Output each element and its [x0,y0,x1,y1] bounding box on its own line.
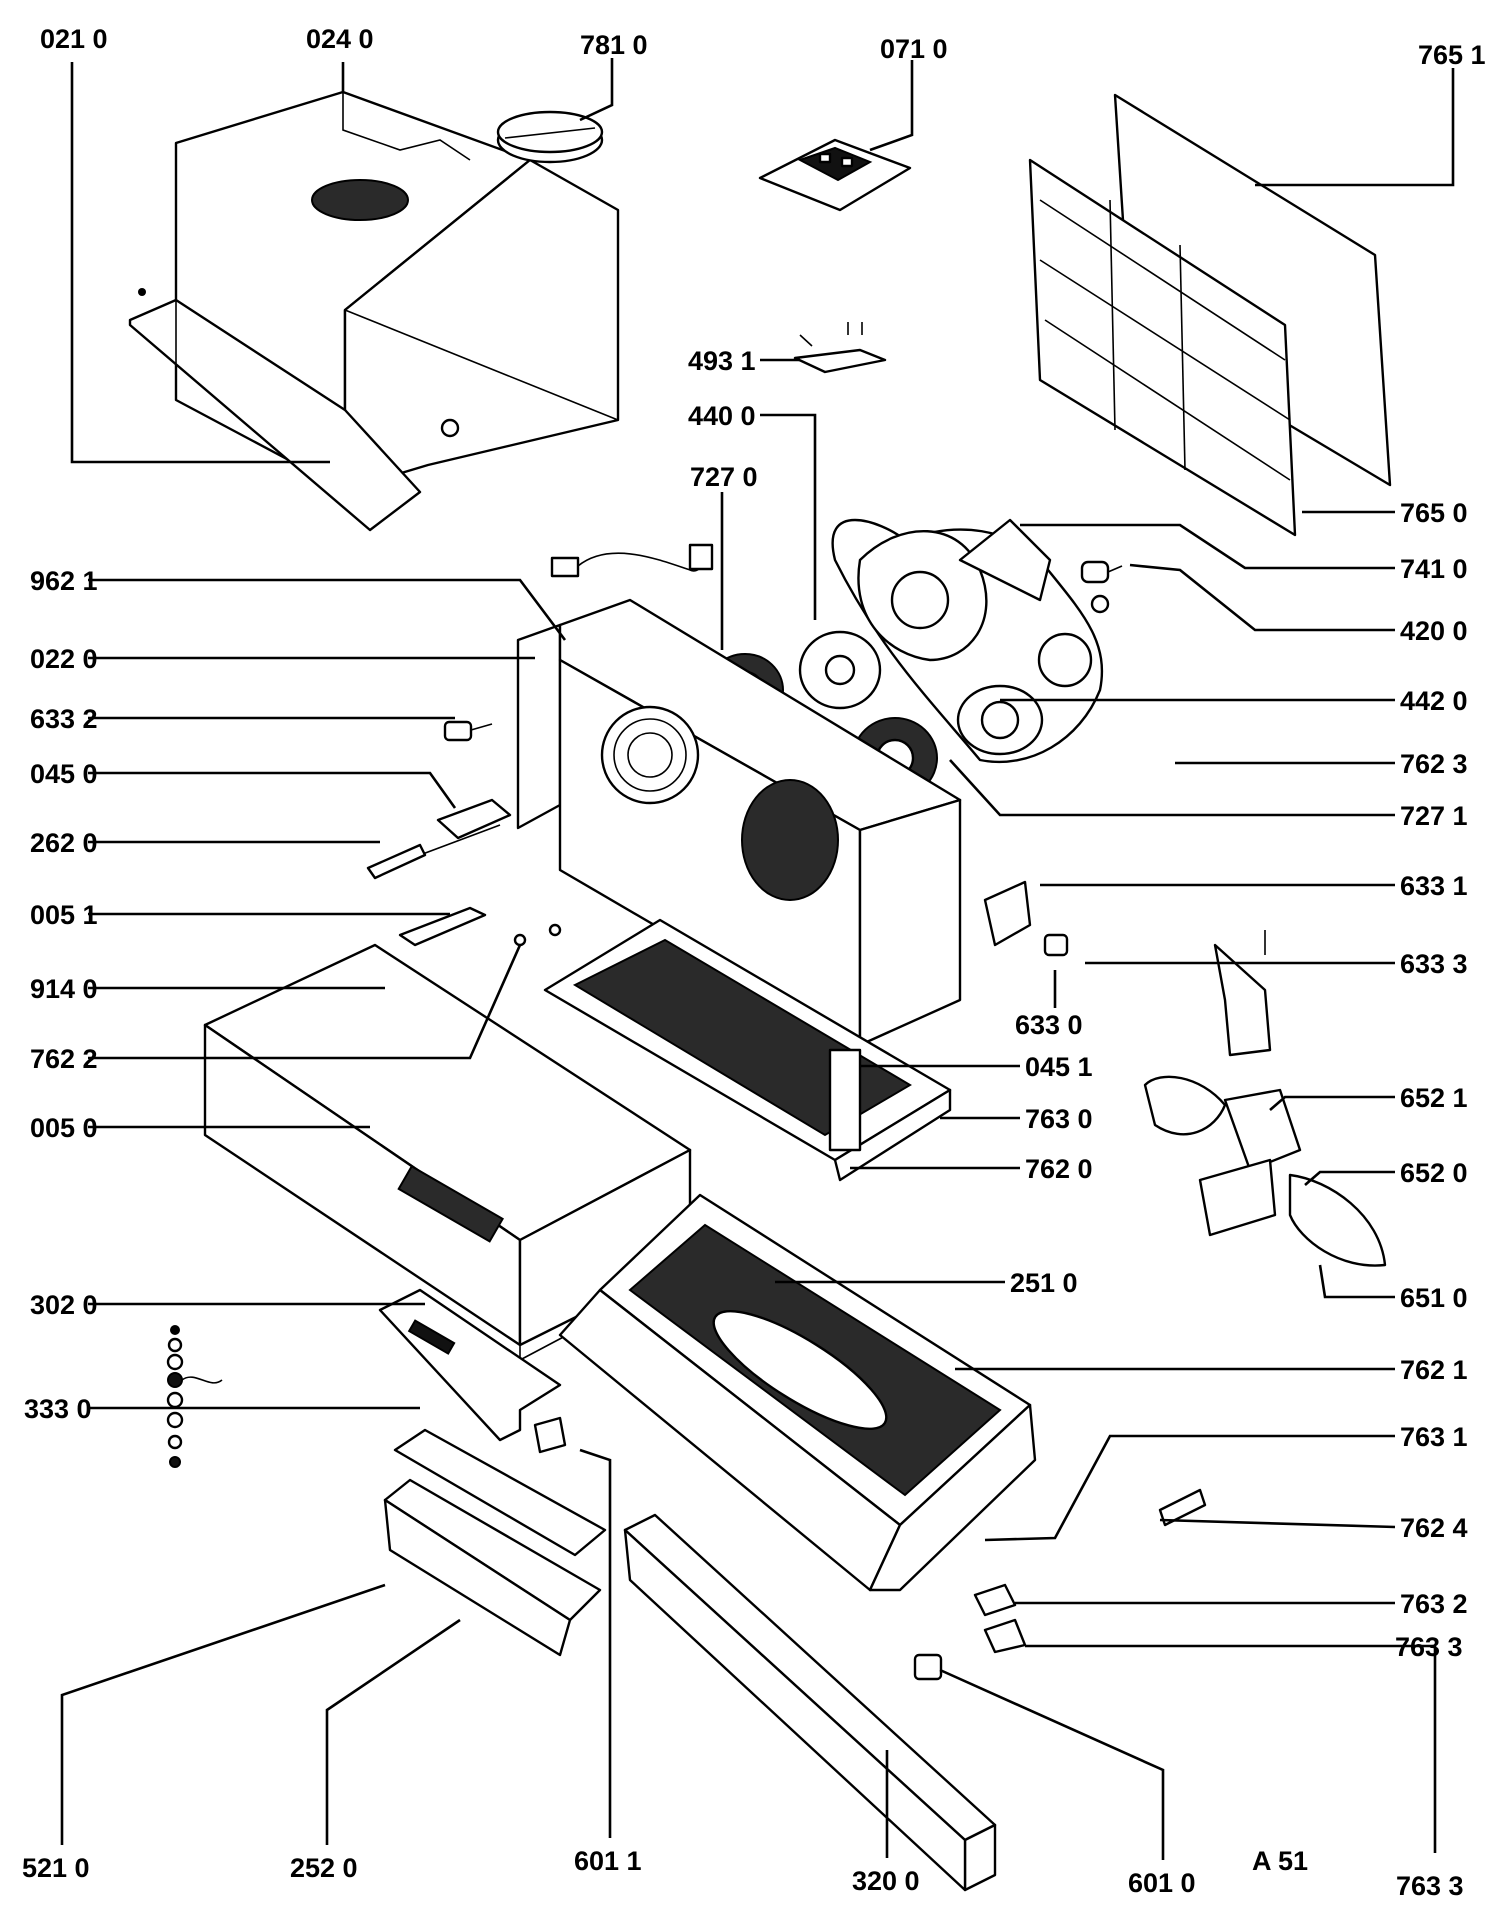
part-label-320-0: 320 0 [852,1866,920,1896]
small-clips-part [913,1488,1207,1681]
part-label-781-0: 781 0 [580,30,648,60]
knob-stack-part [166,1325,223,1468]
part-label-024-0: 024 0 [306,24,374,54]
part-label-493-1: 493 1 [688,346,756,376]
lamp-assembly-part [1143,1075,1387,1267]
front-strip-part [623,1513,997,1892]
part-label-302-0: 302 0 [30,1290,98,1320]
part-label-045-1: 045 1 [1025,1052,1093,1082]
part-label-762-3: 762 3 [1400,749,1468,779]
switch-housing-part [383,1416,607,1657]
part-label-763-3-mid: 763 3 [1395,1632,1463,1662]
motor-bracket-part [793,322,887,374]
part-label-601-1: 601 1 [574,1846,642,1876]
part-label-333-0: 333 0 [24,1394,92,1424]
part-label-420-0: 420 0 [1400,616,1468,646]
main-frame-part [203,943,692,1362]
part-label-914-0: 914 0 [30,974,98,1004]
switch-small-part [443,720,493,742]
part-label-727-1: 727 1 [1400,801,1468,831]
fan-panel-part [516,598,962,1047]
part-label-633-2: 633 2 [30,704,98,734]
part-label-005-1: 005 1 [30,900,98,930]
part-label-601-0: 601 0 [1128,1868,1196,1898]
grille-plate-part [758,138,912,212]
part-label-251-0: 251 0 [1010,1268,1078,1298]
part-label-727-0: 727 0 [690,462,758,492]
part-label-765-1: 765 1 [1418,40,1486,70]
part-label-252-0: 252 0 [290,1853,358,1883]
part-label-762-4: 762 4 [1400,1513,1468,1543]
part-label-762-2: 762 2 [30,1044,98,1074]
part-label-633-3: 633 3 [1400,949,1468,979]
part-number-labels: 021 0 024 0 781 0 071 0 765 1 493 1 440 … [22,24,1486,1901]
part-label-071-0: 071 0 [880,34,948,64]
part-label-521-0: 521 0 [22,1853,90,1883]
part-label-442-0: 442 0 [1400,686,1468,716]
drawing-reference: A 51 [1252,1846,1308,1876]
part-label-652-0: 652 0 [1400,1158,1468,1188]
part-label-765-0: 765 0 [1400,498,1468,528]
grease-filter-panels-part [1028,93,1392,537]
part-label-045-0: 045 0 [30,759,98,789]
part-label-763-0: 763 0 [1025,1104,1093,1134]
switches-right-part [983,880,1272,1057]
capacitor-part [1080,560,1123,614]
part-label-440-0: 440 0 [688,401,756,431]
leader-lines [60,58,1455,1860]
part-label-763-3-bottom: 763 3 [1396,1871,1464,1901]
part-label-022-0: 022 0 [30,644,98,674]
slide-rail-left-part [366,798,512,880]
duct-collar-part [496,110,604,164]
control-plate-part [166,1288,562,1468]
power-cord-wiring-part [550,543,714,578]
part-label-021-0: 021 0 [40,24,108,54]
part-label-005-0: 005 0 [30,1113,98,1143]
part-label-763-2: 763 2 [1400,1589,1468,1619]
part-label-962-1: 962 1 [30,566,98,596]
lower-filter-tray-part [558,1193,1037,1592]
upper-filter-part [543,918,952,1182]
part-label-651-0: 651 0 [1400,1283,1468,1313]
part-label-762-0: 762 0 [1025,1154,1093,1184]
motor-blower-assembly-part [831,518,1104,764]
part-label-762-1: 762 1 [1400,1355,1468,1385]
part-label-741-0: 741 0 [1400,554,1468,584]
part-label-262-0: 262 0 [30,828,98,858]
part-label-652-1: 652 1 [1400,1083,1468,1113]
part-label-763-1: 763 1 [1400,1422,1468,1452]
part-label-633-1: 633 1 [1400,871,1468,901]
top-housing-part [128,90,620,532]
part-label-633-0: 633 0 [1015,1010,1083,1040]
